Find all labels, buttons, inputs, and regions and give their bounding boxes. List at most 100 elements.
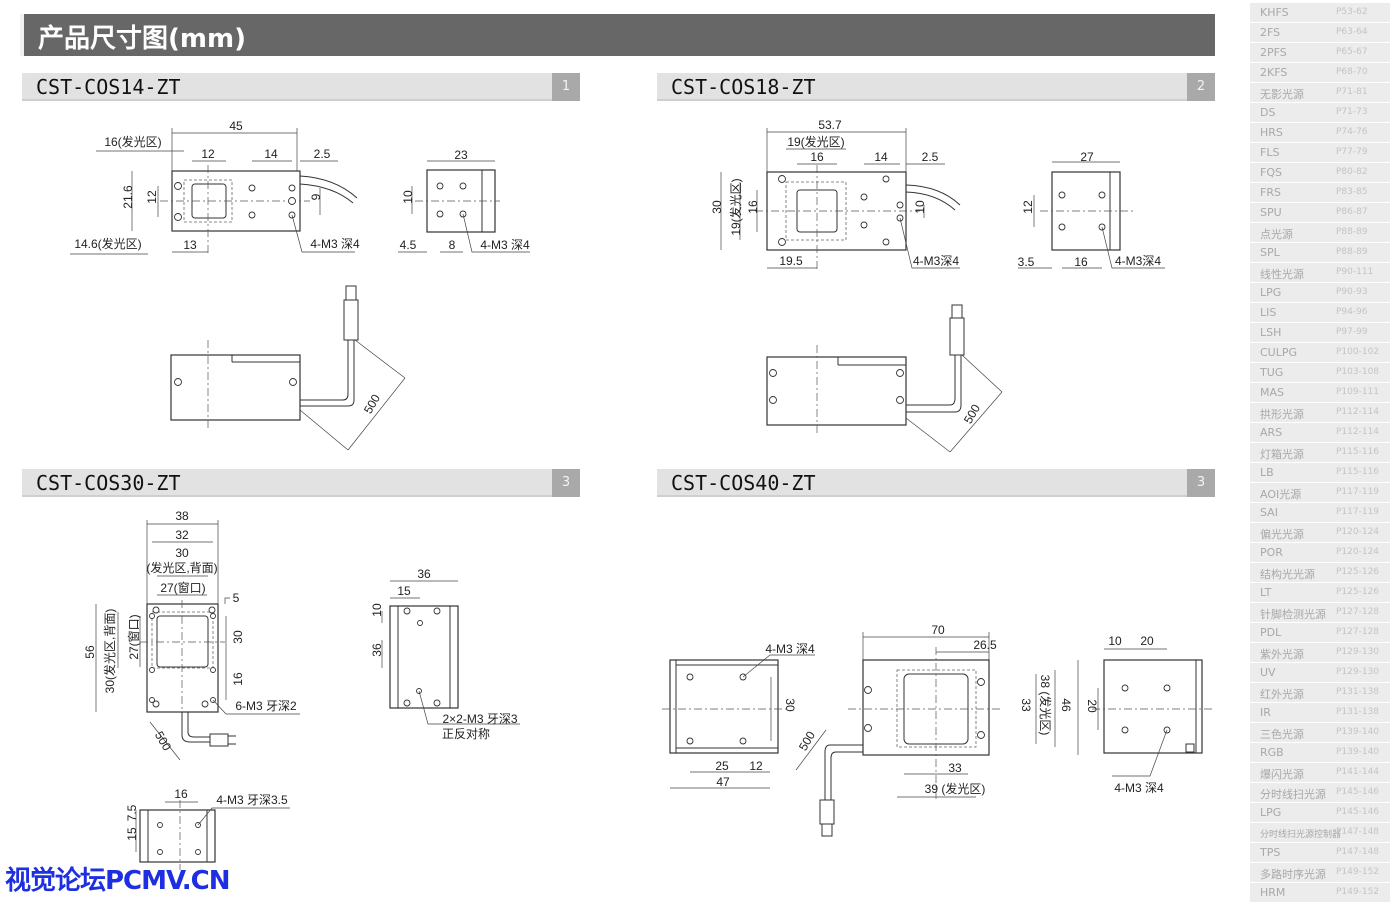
section-badge: 1	[552, 73, 580, 101]
page-title: 产品尺寸图(mm)	[38, 24, 246, 54]
sidebar-item[interactable]: 分时线扫光源 P145-146	[1250, 783, 1390, 802]
sidebar-item-pages: P71-73	[1336, 107, 1368, 117]
dimension-label: 4-M3 深4	[480, 238, 530, 252]
sidebar-item-pages: P145-146	[1336, 787, 1380, 797]
dimension-label: 33	[1019, 698, 1033, 712]
sidebar-item-pages: P127-128	[1336, 627, 1380, 637]
section-badge: 3	[1187, 469, 1215, 497]
dimension-label: 12	[145, 190, 159, 204]
sidebar-item-label: 紫外光源	[1260, 648, 1304, 661]
sidebar-item-label: 分时线扫光源	[1260, 788, 1326, 801]
sidebar-item-label: FQS	[1260, 166, 1282, 179]
dimension-label: 7.5	[125, 804, 139, 821]
dimension-label: 16	[810, 150, 824, 164]
dimension-label: 6-M3 牙深2	[235, 699, 297, 713]
cos14-side-view	[398, 160, 530, 253]
dimension-label: 500	[152, 729, 174, 754]
sidebar-item-pages: P83-85	[1336, 187, 1368, 197]
dimension-label: 45	[229, 119, 243, 133]
sidebar-item-label: POR	[1260, 546, 1283, 559]
sidebar-item[interactable]: DS P71-73	[1250, 103, 1390, 122]
dimension-label: 30	[231, 630, 245, 644]
sidebar-item-label: 爆闪光源	[1260, 768, 1304, 781]
dimension-label: 正反对称	[442, 727, 490, 741]
cos18-cable-view	[766, 304, 1003, 453]
cos40-front-view	[795, 632, 1079, 837]
sidebar-item-pages: P145-146	[1336, 807, 1380, 817]
sidebar-item-label: LSH	[1260, 326, 1282, 339]
dimension-label: 23	[454, 148, 468, 162]
dimension-label: 10	[401, 190, 415, 204]
section-badge: 2	[1187, 73, 1215, 101]
cos18-side-view	[1018, 161, 1165, 269]
watermark-logo: 视觉论坛PCMV.CN	[5, 866, 230, 896]
sidebar-item-pages: P115-116	[1336, 447, 1380, 457]
sidebar-item-label: FRS	[1260, 186, 1281, 199]
cos40-left-view	[662, 654, 815, 789]
section-badge: 3	[552, 469, 580, 497]
sidebar-item-label: KHFS	[1260, 6, 1289, 19]
cos30-front-view	[95, 520, 300, 761]
sidebar-item-pages: P139-140	[1336, 727, 1380, 737]
sidebar-item-label: RGB	[1260, 746, 1284, 759]
sidebar-item-label: SAI	[1260, 506, 1278, 519]
sidebar-item-pages: P149-152	[1336, 887, 1380, 897]
sidebar-item[interactable]: FRS P83-85	[1250, 183, 1390, 202]
section-header-cos14: CST-COS14-ZT 1	[22, 73, 580, 101]
sidebar-item-pages: P120-124	[1336, 527, 1380, 537]
dimension-label: 38 (发光区)	[1038, 675, 1053, 736]
dimension-label: 38	[175, 509, 189, 523]
sidebar-item-label: ARS	[1260, 426, 1283, 439]
dimension-label: 70	[931, 623, 945, 637]
dimension-label: 500	[361, 392, 383, 417]
dimension-label: 53.7	[818, 118, 842, 132]
dimension-label: 12	[1021, 200, 1035, 214]
sidebar-item-label: DS	[1260, 106, 1276, 119]
dimension-label: 14.6(发光区)	[74, 236, 141, 251]
sidebar-item-label: AOI光源	[1260, 488, 1302, 501]
dimension-label: 16	[746, 200, 760, 214]
